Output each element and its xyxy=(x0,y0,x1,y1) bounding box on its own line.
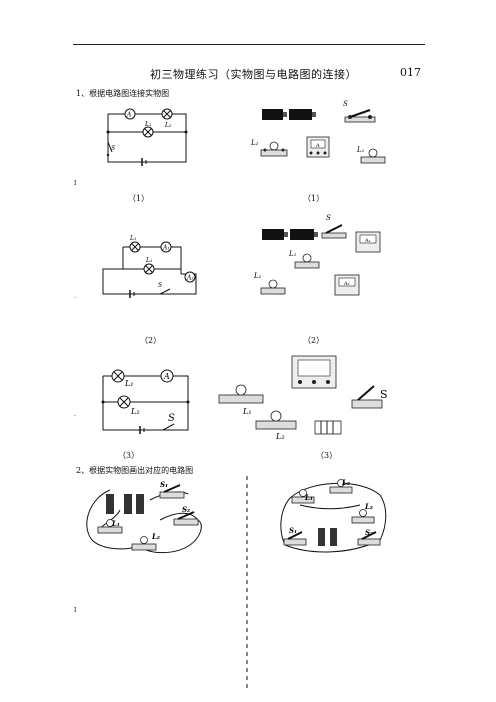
ammeter-label-1: A xyxy=(126,112,132,119)
svg-text:S₂: S₂ xyxy=(365,528,373,537)
svg-text:L₁: L₁ xyxy=(111,519,120,528)
svg-text:L₂: L₂ xyxy=(151,532,160,541)
page-code: 017 xyxy=(400,66,421,79)
lamp-label-l1: L₁ xyxy=(144,121,151,128)
svg-text:S: S xyxy=(343,100,348,108)
svg-text:S₁: S₁ xyxy=(160,480,168,489)
caption-3-left: （3） xyxy=(118,451,140,460)
page-title: 初三物理练习（实物图与电路图的连接） xyxy=(150,68,357,81)
svg-text:I: I xyxy=(74,180,77,187)
svg-text:A₁: A₁ xyxy=(364,238,371,244)
svg-text:L₁: L₁ xyxy=(129,235,136,242)
svg-text:A₂: A₂ xyxy=(343,281,350,287)
svg-text:L₁: L₁ xyxy=(145,257,152,264)
svg-text:S: S xyxy=(158,282,162,289)
svg-text:S: S xyxy=(168,413,175,424)
svg-text:L₁: L₁ xyxy=(356,146,365,154)
svg-text:S: S xyxy=(326,214,331,222)
svg-text:L₂: L₂ xyxy=(130,407,140,416)
switch-label-1: S xyxy=(111,145,115,152)
svg-text:I: I xyxy=(74,607,77,614)
svg-text:L₂: L₂ xyxy=(250,139,259,147)
svg-text:L₂: L₂ xyxy=(253,272,262,280)
caption-2-left: （2） xyxy=(140,336,162,345)
section-2-heading: 2、根据实物图画出对应的电路图 xyxy=(76,466,194,475)
svg-text:S₂: S₂ xyxy=(182,505,190,514)
svg-text:L₁: L₁ xyxy=(288,250,297,258)
svg-text:L₂: L₂ xyxy=(364,502,373,511)
switch-component-1 xyxy=(344,109,376,123)
caption-1-right: （1） xyxy=(303,194,325,203)
svg-text:A₂: A₂ xyxy=(186,275,194,282)
svg-text:·: · xyxy=(74,413,76,420)
svg-text:A₁: A₁ xyxy=(162,245,170,252)
section-1-heading: 1、根据电路图连接实物图 xyxy=(76,89,170,98)
svg-text:L₂: L₂ xyxy=(275,432,285,441)
svg-text:L₁: L₁ xyxy=(304,493,313,502)
svg-text:S₁: S₁ xyxy=(289,526,297,535)
svg-text:L₂: L₂ xyxy=(164,122,172,129)
header-rule xyxy=(73,44,425,45)
svg-text:A: A xyxy=(163,372,170,381)
svg-text:L₁: L₁ xyxy=(242,407,252,416)
caption-1-left: （1） xyxy=(128,194,150,203)
svg-text:L₃: L₃ xyxy=(341,478,350,487)
svg-text:A: A xyxy=(315,143,320,149)
svg-text:S: S xyxy=(380,388,388,401)
caption-3-right: （3） xyxy=(316,451,338,460)
svg-text:·: · xyxy=(74,295,76,302)
caption-2-right: （2） xyxy=(303,336,325,345)
svg-text:L₁: L₁ xyxy=(124,379,134,388)
